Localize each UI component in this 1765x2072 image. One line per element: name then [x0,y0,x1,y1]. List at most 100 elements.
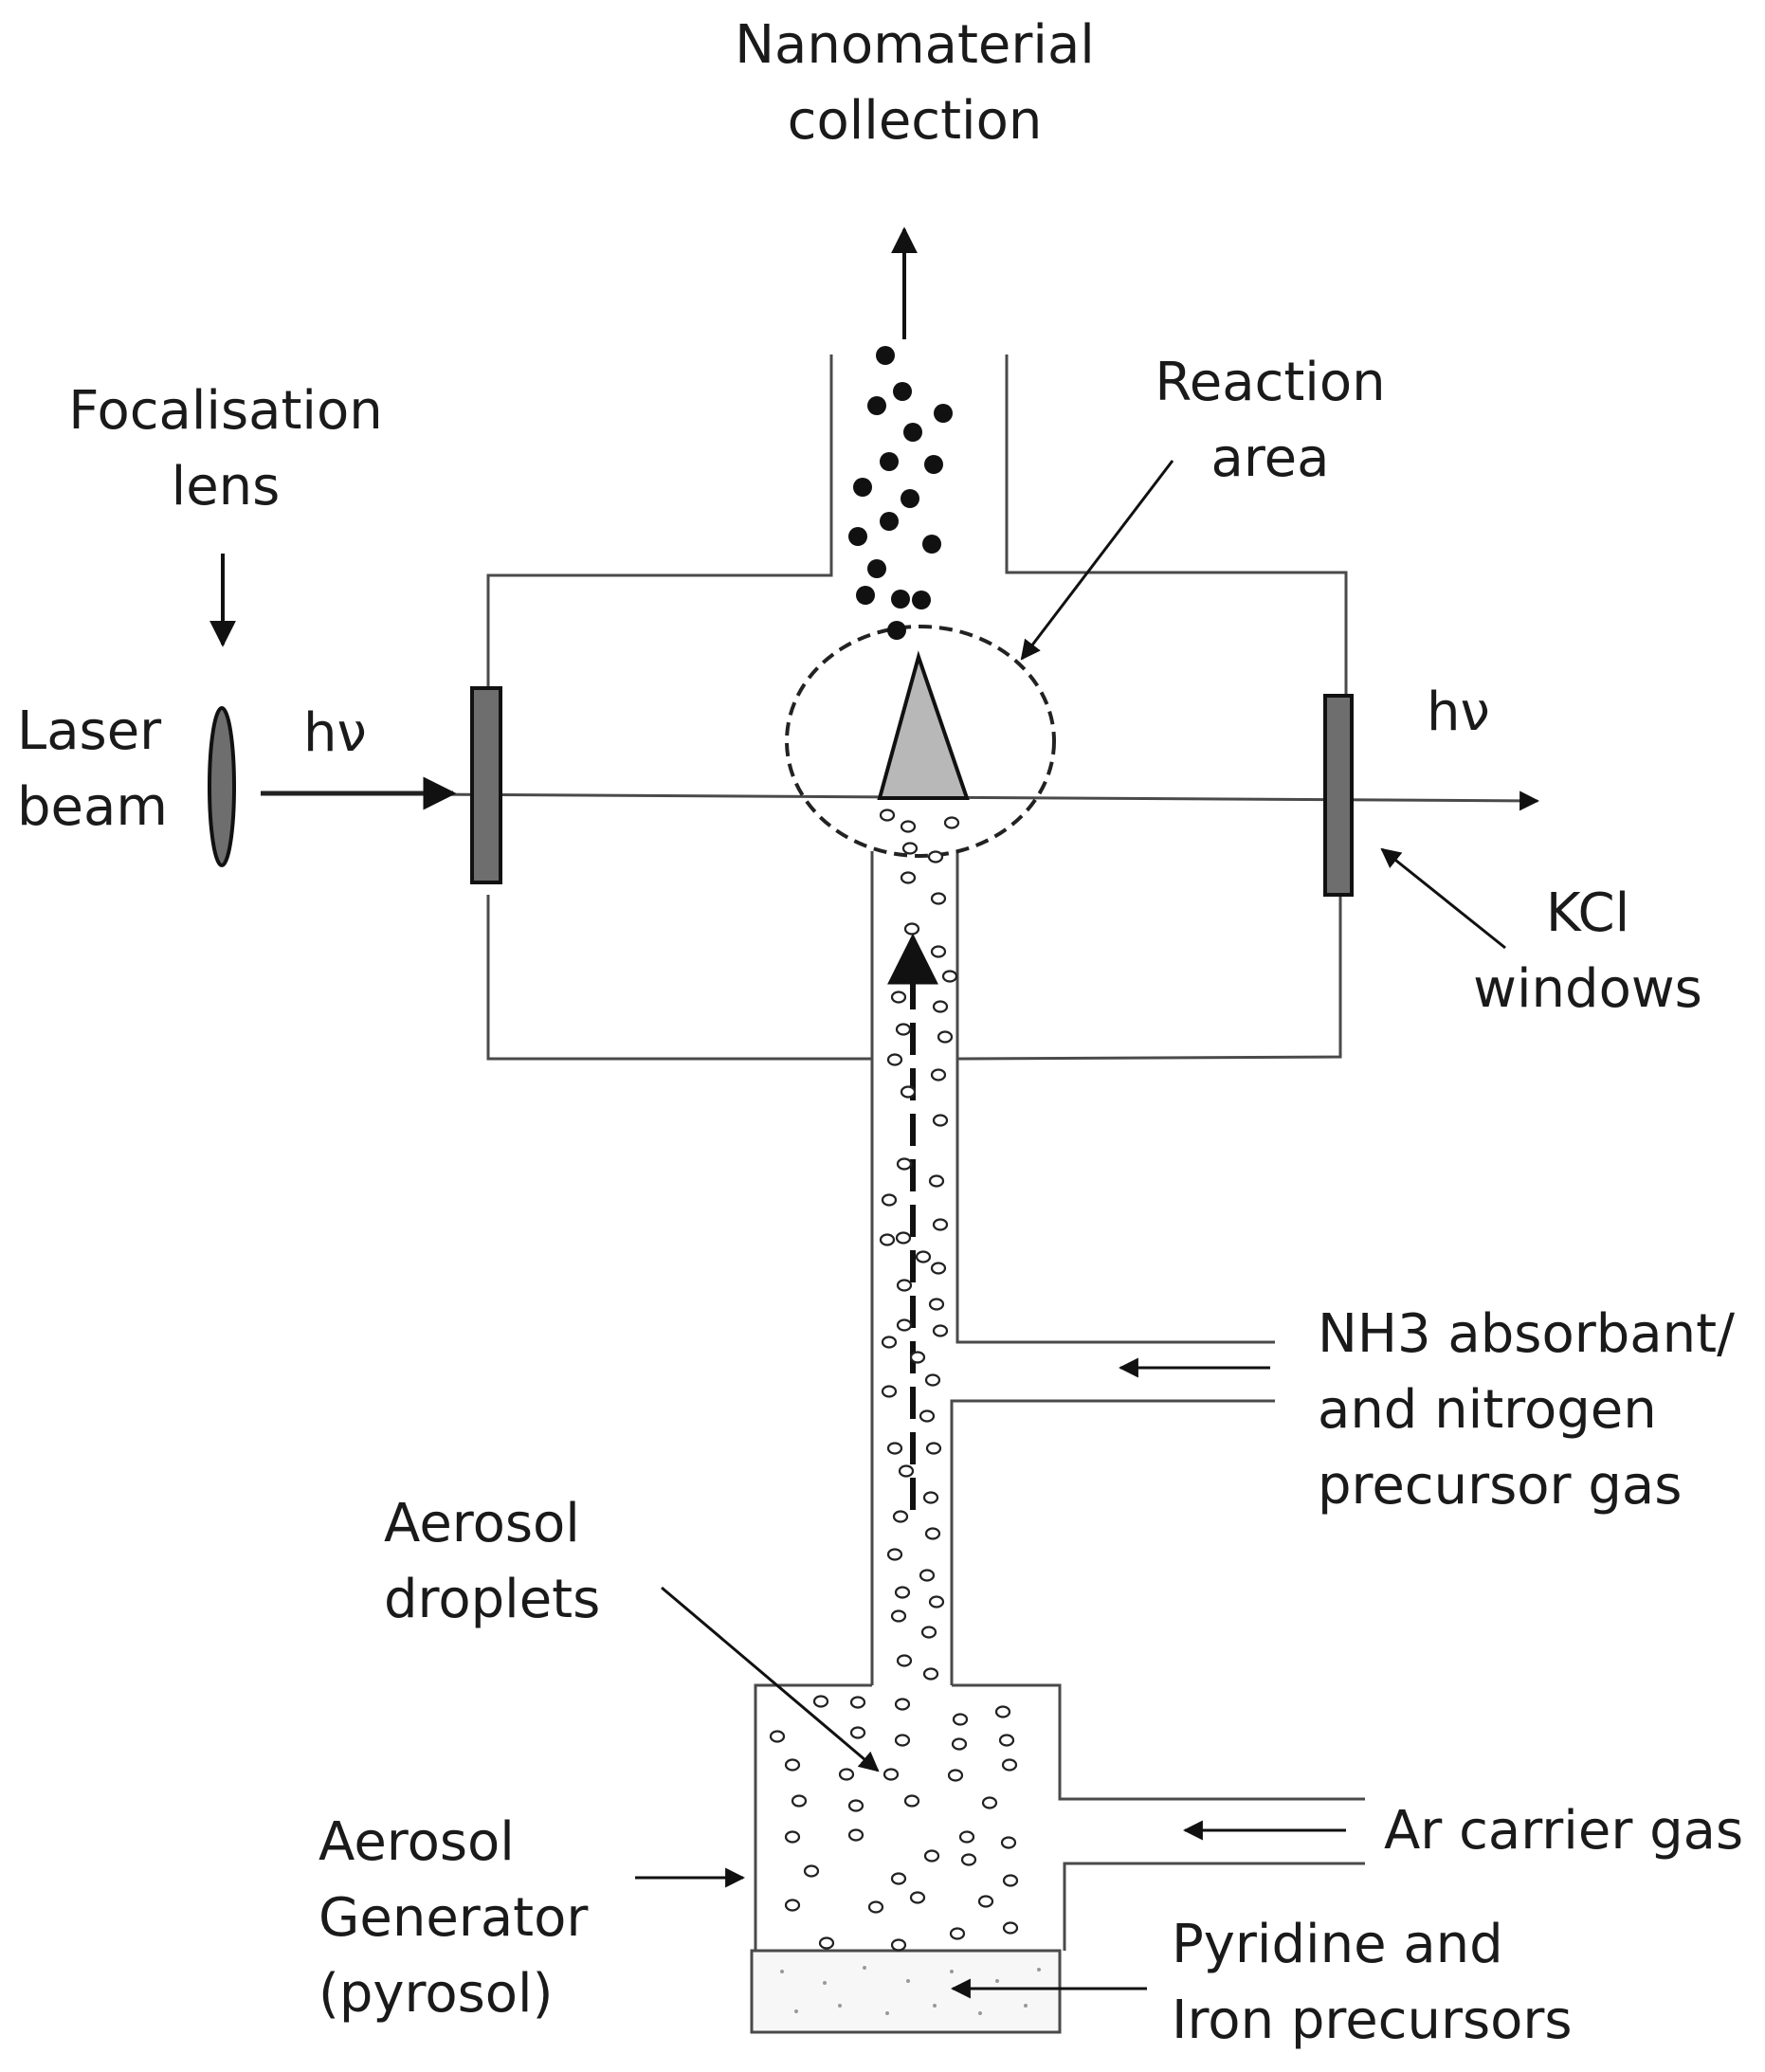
aerosol-droplet [909,1351,926,1364]
aerosol-generator [754,1683,1365,1951]
aerosol-droplet [1001,1758,1018,1772]
aerosol-droplet [924,1373,941,1387]
kcl-window-right [1323,694,1354,897]
liquid-dot [906,1979,910,1983]
aerosol-droplet [818,1936,835,1950]
aerosol-droplet [930,945,947,958]
reactor-chamber [486,354,1348,1061]
aerosol-droplet [895,1023,912,1036]
liquid-dot [794,2009,798,2013]
precursor-liquid [750,1949,1062,2034]
aerosol-droplet [1002,1921,1019,1935]
aerosol-droplet [896,1157,913,1171]
aerosol-droplet [896,1279,913,1292]
precursor-liquid-dots [780,1966,1041,2015]
aerosol-droplet [784,1830,801,1844]
aerosol-droplet [803,1864,820,1878]
aerosol-droplet [894,1734,911,1747]
aerosol-droplet [1000,1836,1017,1849]
aerosol-droplet [901,842,919,855]
aerosol-droplet [784,1758,801,1772]
aerosol-droplet [879,809,896,822]
aerosol-droplet [769,1730,786,1743]
aerosol-droplet [922,1667,939,1681]
liquid-dot [995,1979,999,1983]
aerosol-droplet [896,1654,913,1667]
nanoparticle [934,404,953,423]
nanoparticle [880,512,899,531]
liquid-dot [780,1970,784,1973]
aerosol-droplet [879,1233,896,1246]
liquid-dot [885,2011,889,2015]
aerosol-droplet [925,1442,942,1455]
liquid-dot [933,2004,937,2008]
nanoparticle [912,591,931,609]
aerosol-droplet-stream [769,809,1019,1952]
aerosol-droplet [895,1231,912,1245]
focalisation-lens [208,706,236,867]
liquid-dot [838,2004,842,2008]
aerosol-droplet [994,1705,1011,1718]
aerosol-droplet [947,1769,964,1782]
aerosol-droplet [881,1385,898,1398]
reaction-area-boundary [785,625,1056,858]
aerosol-droplet [890,991,907,1004]
aerosol-droplet [890,1609,907,1623]
reaction-flame-cone [877,650,970,800]
aerosol-droplet [881,1336,898,1349]
aerosol-droplet [890,1872,907,1885]
aerosol-droplet [1002,1874,1019,1887]
nanoparticle [876,346,895,365]
aerosol-droplet [886,1442,903,1455]
aerosol-droplet [952,1713,969,1726]
photon-in-label: hν [303,702,367,764]
nanoparticle [853,478,872,497]
nanoparticle [887,621,906,640]
aerosol-droplet [924,1527,941,1540]
aerosol-droplet [932,1324,949,1337]
aerosol-droplet [838,1768,855,1781]
aerosol-droplet [951,1737,968,1751]
aerosol-droplet [932,1218,949,1231]
aerosol-droplet [791,1794,808,1808]
liquid-dot [863,1966,866,1970]
aerosol-droplet [919,1409,936,1423]
aerosol-droplet [941,970,958,983]
aerosol-droplet [892,1510,909,1523]
aerosol-droplet [900,1085,917,1099]
aerosol-droplet [849,1696,866,1709]
aerosol-droplet [937,1030,954,1044]
nanoparticle [891,590,910,609]
flow-arrows [209,227,1506,1999]
aerosol-droplet [900,820,917,833]
aerosol-droplet [928,1298,945,1311]
aerosol-droplet [847,1828,864,1842]
aerosol-droplet [930,892,947,905]
aerosol-droplet [928,1174,945,1188]
argon-carrier-gas-label: Ar carrier gas [1384,1800,1744,1862]
liquid-dot [823,1981,827,1985]
aerosol-droplet [903,922,920,936]
aerosol-droplet [812,1695,829,1708]
photon-out-label: hν [1427,682,1490,743]
nanoparticle [848,527,867,546]
aerosol-droplet [932,1114,949,1127]
aerosol-droplet [930,1262,947,1275]
aerosol-droplet [903,1794,920,1808]
aerosol-droplet [949,1927,966,1940]
liquid-dot [1037,1968,1041,1972]
aerosol-droplet [923,1849,940,1863]
aerosol-droplet [977,1895,994,1908]
aerosol-droplet [881,1193,898,1207]
aerosol-droplet [922,1491,939,1504]
aerosol-droplet [919,1569,936,1582]
aerosol-droplet [920,1626,937,1639]
nanoparticle [901,489,919,508]
nanoparticle [903,423,922,442]
